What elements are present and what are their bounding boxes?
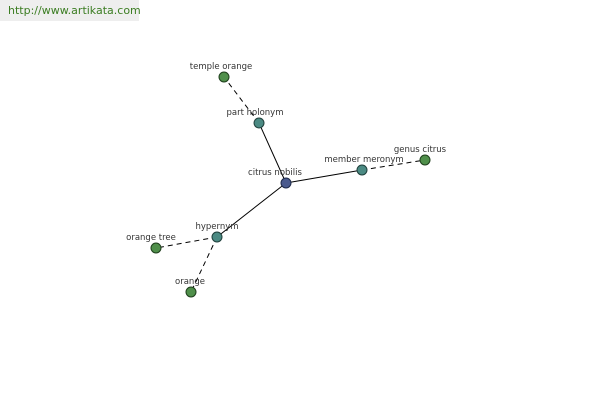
label-temple-orange: temple orange	[190, 62, 252, 72]
label-member-meronym: member meronym	[324, 155, 403, 165]
node-genus-citrus[interactable]	[419, 154, 431, 166]
node-center[interactable]	[280, 177, 292, 189]
label-hypernym: hypernym	[195, 222, 238, 232]
node-orange[interactable]	[185, 286, 197, 298]
node-orange-tree[interactable]	[150, 242, 162, 254]
node-hypernym[interactable]	[211, 231, 223, 243]
label-genus-citrus: genus citrus	[394, 145, 447, 155]
node-temple-orange[interactable]	[218, 71, 230, 83]
edge-member-meronym-genus-citrus	[361, 159, 426, 171]
edge-hypernym-orange-tree	[155, 236, 218, 249]
site-url-link[interactable]: http://www.artikata.com	[8, 4, 141, 17]
edge-part-holonym-temple-orange	[223, 76, 260, 124]
label-center: citrus nobilis	[248, 168, 302, 178]
edge-hypernym-orange	[190, 236, 218, 293]
node-member-meronym[interactable]	[356, 164, 368, 176]
edge-center-part-holonym	[258, 122, 287, 184]
edge-center-hypernym	[216, 182, 287, 238]
label-orange: orange	[175, 277, 205, 287]
node-part-holonym[interactable]	[253, 117, 265, 129]
url-banner: http://www.artikata.com	[0, 0, 141, 21]
edge-center-member-meronym	[285, 169, 363, 184]
label-part-holonym: part holonym	[227, 108, 284, 118]
label-orange-tree: orange tree	[126, 233, 176, 243]
